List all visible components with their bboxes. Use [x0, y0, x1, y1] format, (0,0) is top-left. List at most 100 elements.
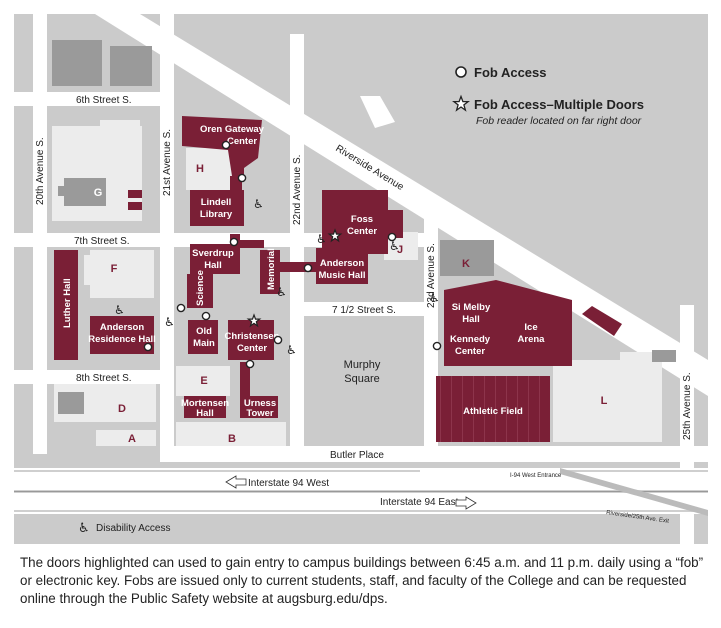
murphy-square — [304, 316, 422, 444]
label-lot-g: G — [94, 187, 103, 199]
legend-circle-icon — [455, 66, 467, 78]
campus-map: 6th Street S. 7th Street S. 7 1/2 Street… — [14, 14, 708, 544]
label-kennedy-2: Center — [455, 346, 485, 357]
label-mortensen-1: Mortensen — [181, 398, 229, 409]
label-urness-2: Tower — [246, 408, 274, 419]
label-kennedy-1: Kennedy — [450, 334, 491, 345]
legend-fob-multiple: Fob Access–Multiple Doors — [474, 97, 644, 112]
label-lot-j: J — [397, 244, 403, 256]
street-21st: 21st Avenue S. — [162, 129, 173, 196]
label-foss-1: Foss — [351, 214, 373, 225]
highway-arrows — [225, 475, 477, 510]
legend-wheelchair-icon: ♿ — [78, 521, 90, 536]
street-7-half: 7 1/2 Street S. — [332, 305, 396, 316]
building-anderson-residence-hall — [90, 316, 154, 354]
arrow-west-icon — [225, 475, 247, 489]
wheelchair-icon: ♿ — [276, 285, 287, 299]
street-i94-entrance: I-94 West Entrance — [510, 473, 562, 479]
fob-buildings — [54, 116, 622, 442]
street-7th: 7th Street S. — [74, 236, 130, 247]
label-simelby-2: Hall — [462, 314, 479, 325]
street-20th: 20th Avenue S. — [35, 137, 46, 205]
label-foss-2: Center — [347, 226, 377, 237]
building-memorial — [260, 250, 280, 294]
label-lot-a: A — [128, 433, 136, 445]
label-anderson-music-2: Music Hall — [319, 270, 366, 281]
building-lindell-library — [190, 190, 244, 226]
label-mortensen-2: Hall — [196, 408, 213, 419]
label-athletic-field: Athletic Field — [463, 406, 523, 417]
label-old-main-2: Main — [193, 338, 215, 349]
fob-star-markers — [246, 228, 343, 328]
label-anderson-res-2: Residence Hall — [88, 334, 156, 345]
fob-markers — [143, 140, 442, 369]
fob-circle-icon — [432, 341, 442, 351]
fob-star-icon — [246, 313, 262, 328]
building-lot-k — [440, 240, 494, 276]
building-luther-hall — [54, 250, 78, 360]
label-sverdrup-1: Sverdrup — [192, 248, 234, 259]
legend-fob-access: Fob Access — [474, 65, 547, 80]
label-lot-f: F — [111, 263, 118, 275]
fob-circle-icon — [237, 173, 247, 183]
label-oren-1: Oren Gateway — [200, 124, 265, 135]
lot-b — [176, 422, 286, 446]
gray-buildings — [52, 40, 676, 446]
street-23rd: 23d Avenue S. — [426, 243, 437, 308]
label-oren-2: Center — [227, 136, 257, 147]
fob-circle-icon — [221, 140, 231, 150]
label-anderson-music-1: Anderson — [320, 258, 365, 269]
label-christensen-2: Center — [237, 343, 267, 354]
fob-star-icon — [327, 228, 343, 243]
arrow-east-icon — [455, 496, 477, 510]
building-mortensen-hall — [184, 396, 226, 418]
wheelchair-icon: ♿ — [286, 343, 297, 357]
label-simelby-1: Si Melby — [452, 302, 491, 313]
legend-fob-note: Fob reader located on far right door — [476, 115, 642, 127]
fob-circle-icon — [229, 237, 239, 247]
label-murphy-2: Square — [344, 373, 379, 385]
building-christensen-center — [228, 320, 274, 360]
label-lindell-2: Library — [200, 209, 233, 220]
campus-map-svg: 6th Street S. 7th Street S. 7 1/2 Street… — [14, 14, 708, 544]
label-science: Science — [195, 270, 206, 306]
building-lot-e — [176, 366, 230, 396]
wheelchair-icon: ♿ — [389, 239, 400, 253]
building-lot-g — [64, 178, 106, 206]
label-ice-1: Ice — [524, 322, 537, 333]
label-christensen-1: Christensen — [225, 331, 280, 342]
wheelchair-icon: ♿ — [429, 291, 440, 305]
building-sverdrup-hall — [190, 244, 240, 274]
street-i94-east: Interstate 94 East — [380, 497, 459, 508]
label-murphy-1: Murphy — [344, 359, 381, 371]
fob-circle-icon — [303, 263, 313, 273]
wheelchair-icon: ♿ — [316, 232, 327, 246]
athletic-field — [436, 376, 550, 442]
street-i94-west: Interstate 94 West — [248, 478, 329, 489]
label-lot-e: E — [200, 375, 207, 387]
fob-circle-icon — [273, 335, 283, 345]
label-anderson-res-1: Anderson — [100, 322, 145, 333]
street-6th: 6th Street S. — [76, 95, 132, 106]
fob-circle-icon — [143, 342, 153, 352]
label-sverdrup-2: Hall — [204, 260, 221, 271]
fob-circle-icon — [201, 311, 211, 321]
label-lot-l: L — [601, 395, 608, 407]
street-22nd: 22nd Avenue S. — [292, 155, 303, 225]
label-old-main-1: Old — [196, 326, 212, 337]
legend: Fob Access Fob Access–Multiple Doors Fob… — [78, 65, 644, 536]
wheelchair-icon: ♿ — [253, 197, 264, 211]
fob-circle-icon — [176, 303, 186, 313]
building-old-main — [188, 320, 218, 354]
label-lindell-1: Lindell — [201, 197, 232, 208]
building-anderson-music-hall — [316, 248, 368, 284]
legend-disability: Disability Access — [96, 523, 170, 534]
label-lot-d: D — [118, 403, 126, 415]
label-memorial: Memorial — [266, 248, 277, 290]
building-science — [187, 274, 213, 308]
label-lot-b: B — [228, 433, 236, 445]
building-lot-f — [90, 250, 154, 298]
street-8th: 8th Street S. — [76, 373, 132, 384]
wheelchair-icon: ♿ — [164, 315, 175, 329]
building-lot-l — [553, 352, 662, 442]
